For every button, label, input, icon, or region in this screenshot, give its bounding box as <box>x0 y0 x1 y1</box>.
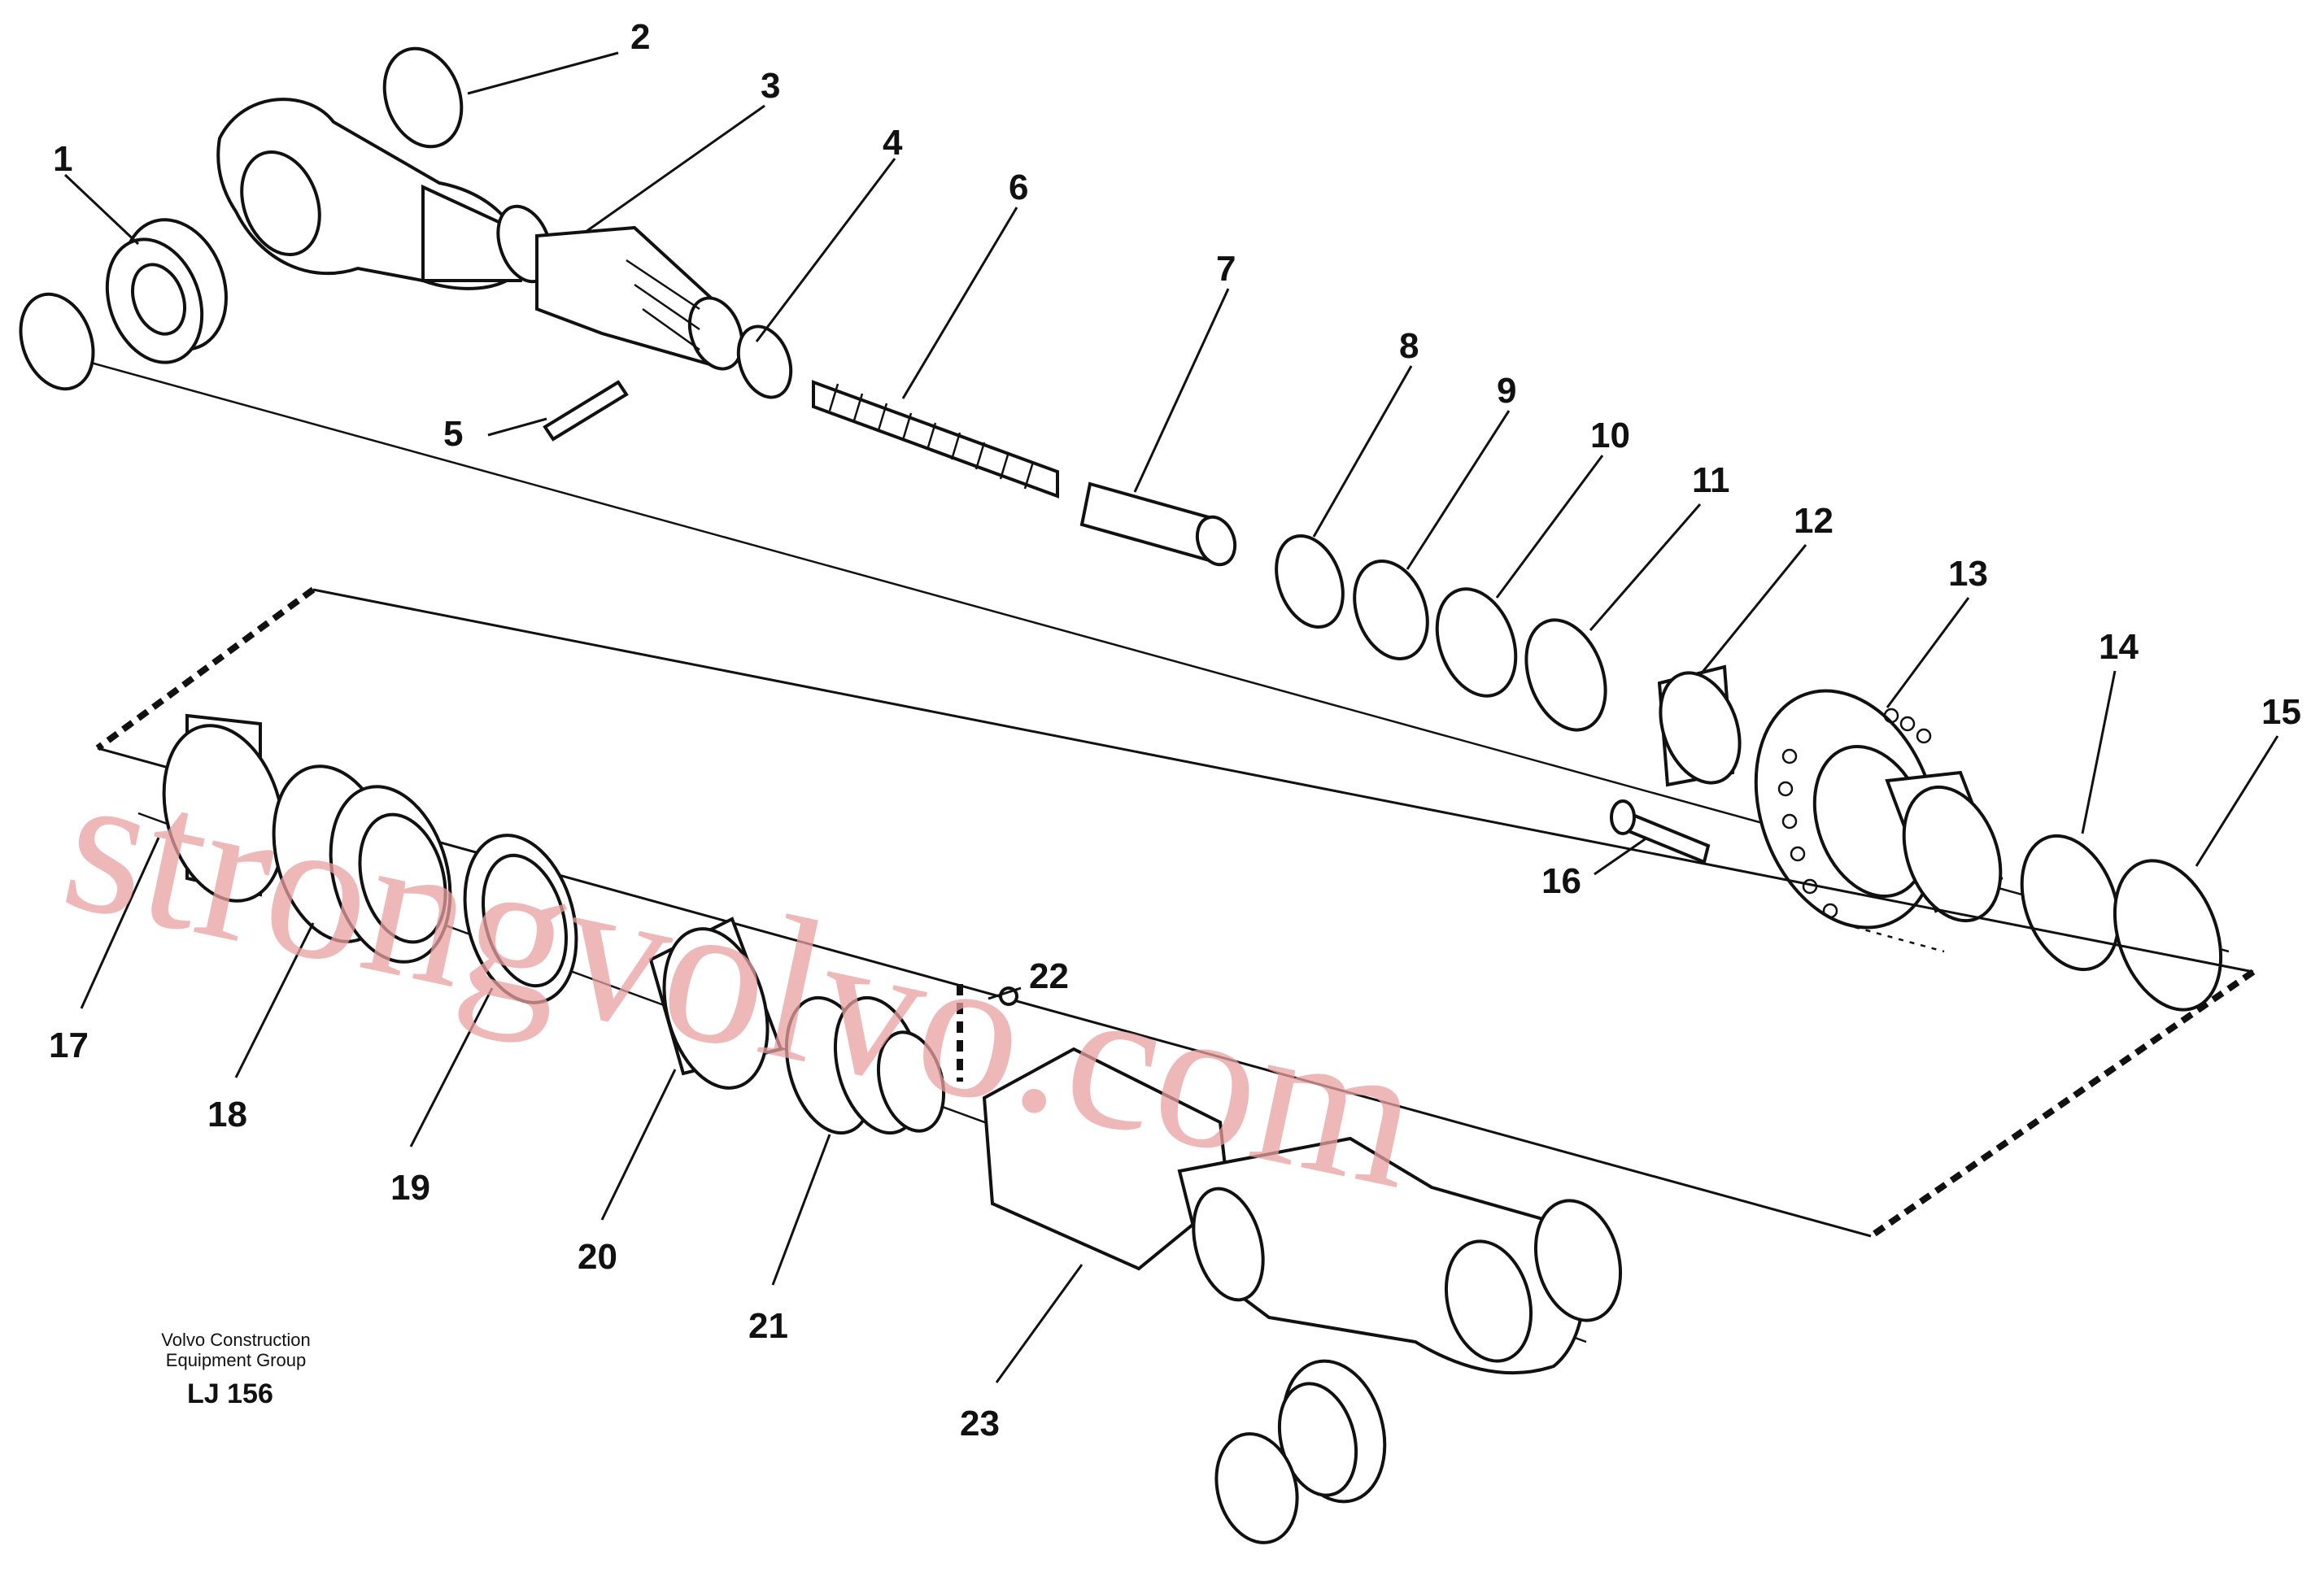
callout-11: 11 <box>1692 460 1730 500</box>
part-4-o-ring <box>736 324 793 399</box>
part-18-piston <box>272 764 452 964</box>
bottom-assembly <box>137 713 1623 1544</box>
part-11-ring <box>1524 618 1607 732</box>
callout-3: 3 <box>761 66 780 106</box>
caption-company-line1: Volvo Construction <box>161 1330 310 1350</box>
rod-eye-top <box>216 98 553 290</box>
callout-21: 21 <box>748 1306 788 1346</box>
watermark-text: strongvolvo.com <box>48 726 1437 1232</box>
part-9-ring <box>1353 559 1429 661</box>
callout-17: 17 <box>49 1026 89 1065</box>
callout-8: 8 <box>1399 326 1419 366</box>
part-3-rod-end <box>535 225 744 371</box>
callout-23: 23 <box>960 1404 1000 1444</box>
leader-lines <box>63 51 2279 1383</box>
callout-numbers: 1 2 3 4 5 6 7 8 9 10 11 12 13 14 15 16 1… <box>49 17 2301 1444</box>
callout-6: 6 <box>1009 168 1028 207</box>
callout-1: 1 <box>53 139 72 179</box>
part-13-cylinder-head <box>1754 689 2004 953</box>
part-5-pin <box>543 380 629 442</box>
callout-4: 4 <box>883 123 903 163</box>
callout-10: 10 <box>1590 416 1630 455</box>
part-14-ring <box>2020 834 2121 972</box>
callout-2: 2 <box>630 17 650 57</box>
callout-7: 7 <box>1216 249 1236 289</box>
part-6-spring <box>812 380 1059 499</box>
part-19-seal <box>463 834 578 1004</box>
callout-14: 14 <box>2099 627 2139 667</box>
callout-5: 5 <box>443 414 463 454</box>
top-assembly <box>19 46 2230 1012</box>
part-8-ring <box>1275 533 1345 629</box>
part-21-piston-nut <box>784 995 946 1135</box>
callout-20: 20 <box>578 1237 617 1277</box>
caption-block: Volvo Construction Equipment Group LJ 15… <box>161 1330 310 1409</box>
part-12-bushing <box>1657 664 1742 787</box>
callout-18: 18 <box>207 1095 247 1134</box>
bearing-bottom <box>1277 1359 1387 1504</box>
callout-13: 13 <box>1948 554 1988 594</box>
part-20-guide-ring <box>648 917 783 1090</box>
callout-9: 9 <box>1497 371 1516 411</box>
part-17-ring <box>162 713 286 903</box>
callout-12: 12 <box>1794 501 1833 541</box>
drawing-code: LJ 156 <box>187 1378 273 1409</box>
caption-company-line2: Equipment Group <box>166 1350 306 1370</box>
part-7-valve <box>1079 481 1237 567</box>
part-1-bearing <box>105 218 228 364</box>
callout-15: 15 <box>2261 692 2301 732</box>
callout-19: 19 <box>390 1168 430 1208</box>
part-15-snap-ring <box>2113 859 2223 1012</box>
callout-22: 22 <box>1029 956 1069 996</box>
callout-16: 16 <box>1541 861 1581 901</box>
circlip-bottom-left <box>1214 1432 1299 1544</box>
part-23-cylinder-eye <box>982 1047 1585 1375</box>
part-10-ring <box>1435 587 1518 698</box>
circlip-bottom-right <box>1533 1199 1623 1322</box>
circlip-left <box>19 292 95 391</box>
part-2-circlip <box>382 46 464 149</box>
